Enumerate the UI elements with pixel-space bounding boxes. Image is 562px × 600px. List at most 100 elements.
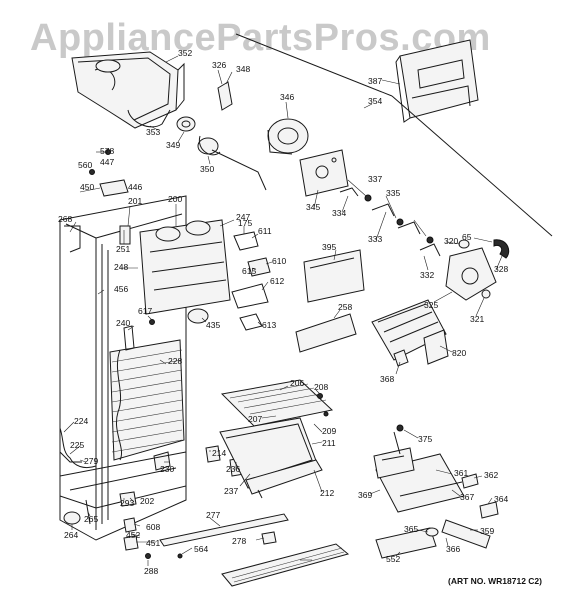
part-number: 359 [480, 526, 494, 536]
part-number: 240 [116, 318, 130, 328]
part-number: 321 [470, 314, 484, 324]
part-number: 362 [484, 470, 498, 480]
part-number: 335 [386, 188, 400, 198]
fan-motor-drawing [149, 231, 271, 331]
part-number: 237 [224, 486, 238, 496]
part-number: 352 [178, 48, 192, 58]
part-number: 353 [146, 127, 160, 137]
part-number: 200 [168, 194, 182, 204]
part-number: 201 [128, 196, 142, 206]
part-number: 279 [84, 456, 98, 466]
part-number: 264 [64, 530, 78, 540]
part-number: 354 [368, 96, 382, 106]
part-number: 368 [380, 374, 394, 384]
part-number: 268 [58, 214, 72, 224]
part-number: 451 [146, 538, 160, 548]
part-number: 277 [206, 510, 220, 520]
part-number: 617 [138, 306, 152, 316]
part-number: 435 [206, 320, 220, 330]
part-number-labels: 352 326 348 346 387 354 353 349 350 578 … [58, 48, 508, 576]
part-number: 293 [120, 498, 134, 508]
part-number: 560 [78, 160, 92, 170]
part-number: 325 [424, 300, 438, 310]
part-number: 564 [194, 544, 208, 554]
part-number: 447 [100, 157, 114, 167]
part-number: 265 [84, 514, 98, 524]
part-number: 364 [494, 494, 508, 504]
part-number: 349 [166, 140, 180, 150]
part-number: 375 [418, 434, 432, 444]
fan-housing-drawing [139, 219, 231, 315]
part-number: 251 [116, 244, 130, 254]
watermark-text: AppliancePartsPros.com [30, 17, 491, 59]
part-number: 278 [232, 536, 246, 546]
part-number: 212 [320, 488, 334, 498]
part-number: 320 [444, 236, 458, 246]
part-number: 334 [332, 208, 346, 218]
part-number: 367 [460, 492, 474, 502]
ice-maker-mold-drawing [371, 299, 449, 367]
ice-maker-cover-drawing [295, 249, 365, 353]
part-number: 348 [236, 64, 250, 74]
part-number: 202 [140, 496, 154, 506]
part-number: 230 [160, 464, 174, 474]
part-number: 365 [404, 524, 418, 534]
part-number: 613 [262, 320, 276, 330]
art-number: (ART NO. WR18712 C2) [448, 576, 542, 586]
ice-maker-clips-drawing [339, 187, 441, 257]
liner-edge-line [235, 33, 393, 97]
control-box-drawing [373, 424, 499, 559]
part-number: 608 [146, 522, 160, 532]
part-number: 611 [258, 226, 272, 236]
part-number: 248 [114, 262, 128, 272]
part-number: 337 [368, 174, 382, 184]
part-number: 332 [420, 270, 434, 280]
part-number: 65 [462, 232, 472, 242]
bottom-rails-drawing [159, 513, 350, 587]
motor-bracket-drawing [299, 149, 349, 197]
part-number: 225 [70, 440, 84, 450]
part-number: 615 [242, 266, 256, 276]
part-number: 208 [314, 382, 328, 392]
part-number: 224 [74, 416, 88, 426]
part-number: 328 [494, 264, 508, 274]
ice-maker-head-drawing [445, 239, 510, 301]
part-number: 326 [212, 60, 226, 70]
part-number: 366 [446, 544, 460, 554]
liner-edge-line-right [391, 95, 553, 237]
part-number: 228 [168, 356, 182, 366]
part-number: 209 [322, 426, 336, 436]
part-number: 236 [226, 464, 240, 474]
part-number: 456 [114, 284, 128, 294]
freezer-basket-drawing [219, 417, 323, 499]
part-number: 350 [200, 164, 214, 174]
part-number: 578 [100, 146, 114, 156]
part-number: 211 [322, 438, 336, 448]
leader-lines [63, 55, 503, 566]
part-number: 452 [126, 530, 140, 540]
part-number: 446 [128, 182, 142, 192]
part-number: 346 [280, 92, 294, 102]
part-number: 361 [454, 468, 468, 478]
part-number: 288 [144, 566, 158, 576]
part-number: 610 [272, 256, 286, 266]
part-number: 345 [306, 202, 320, 212]
part-number: 395 [322, 242, 336, 252]
part-number: 206 [290, 378, 304, 388]
evaporator-frame-drawing [59, 195, 187, 541]
small-fittings-drawing [59, 149, 245, 477]
auger-gear-drawing [176, 81, 309, 191]
part-number: 207 [248, 414, 262, 424]
part-number: 258 [338, 302, 352, 312]
dispenser-door-drawing [395, 39, 479, 123]
part-number: 369 [358, 490, 372, 500]
part-number: 175 [238, 218, 252, 228]
part-number: 387 [368, 76, 382, 86]
part-number: 333 [368, 234, 382, 244]
part-number: 214 [212, 448, 226, 458]
wire-shelf-drawing [220, 379, 334, 427]
part-number: 820 [452, 348, 466, 358]
part-number: 552 [386, 554, 400, 564]
evaporator-coil-drawing [109, 339, 185, 461]
ice-bucket-drawing [71, 51, 185, 129]
